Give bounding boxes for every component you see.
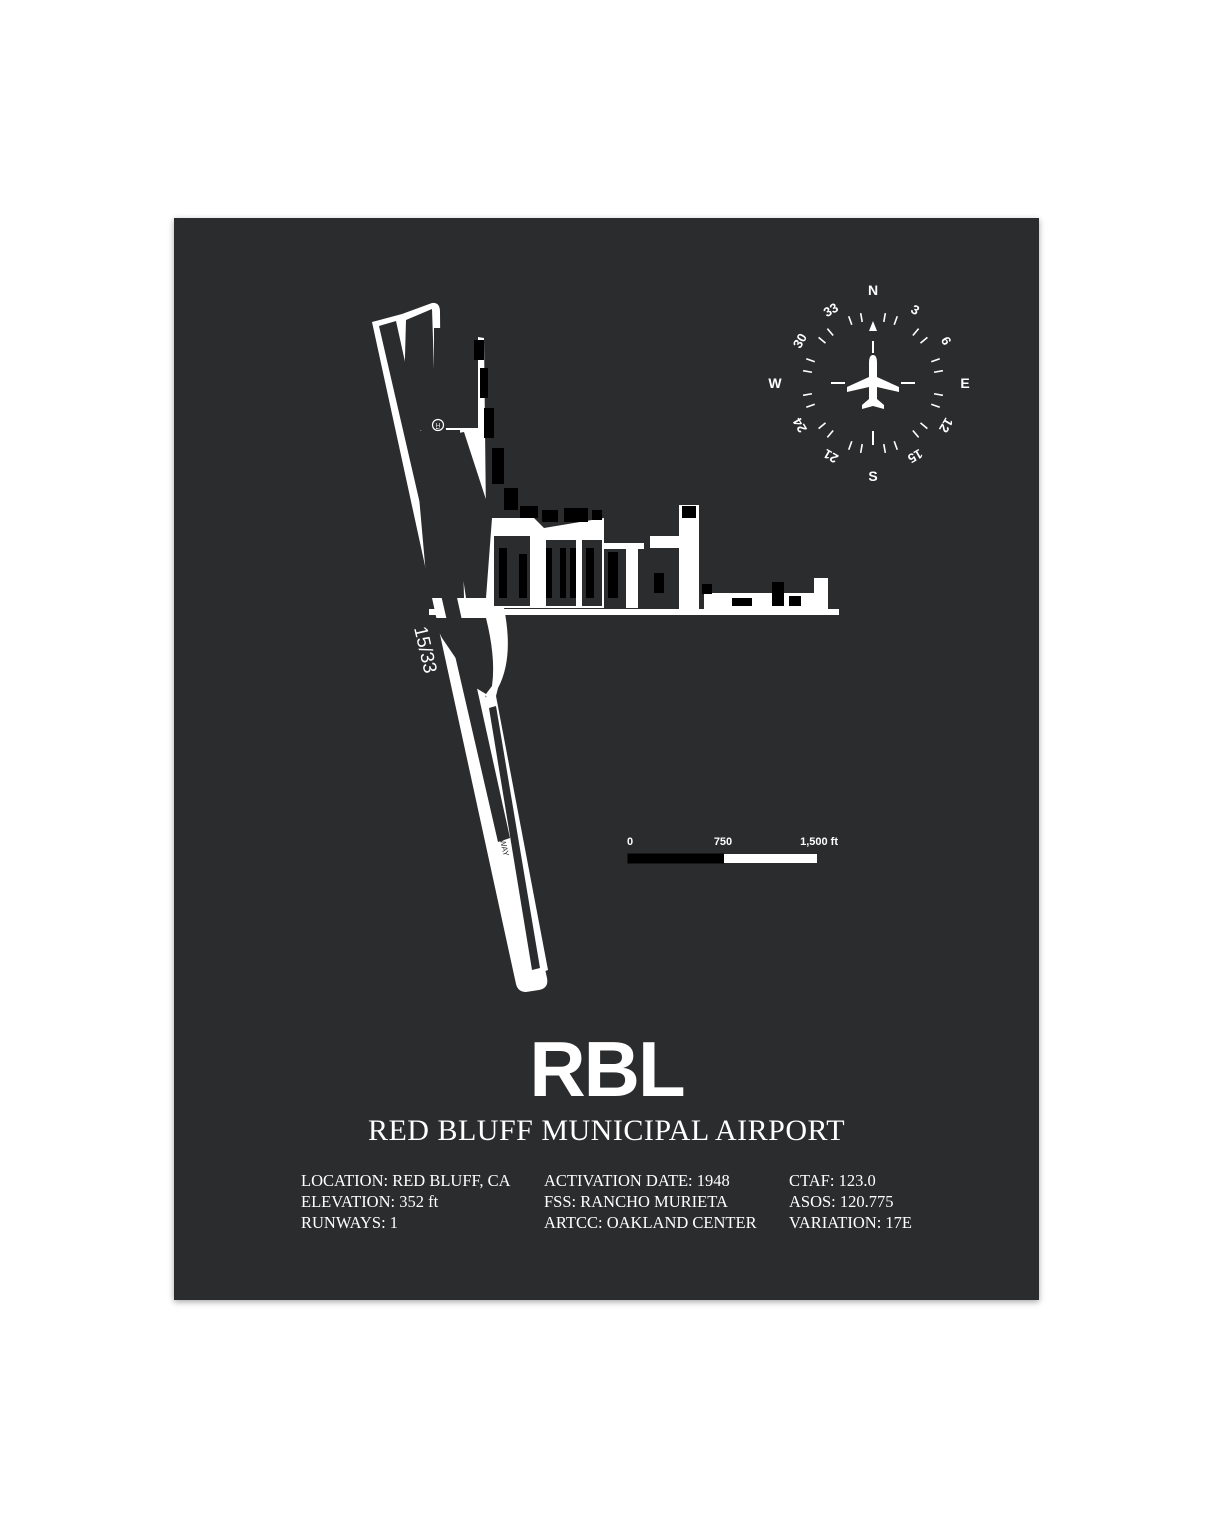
location: LOCATION: RED BLUFF, CA <box>301 1171 511 1190</box>
compass-tick <box>806 403 816 409</box>
scale-bar: 0 750 1,500 ft <box>627 836 838 864</box>
elevation: ELEVATION: 352 ft <box>301 1192 439 1211</box>
compass-rose: N E S W 3 6 12 15 21 24 30 33 <box>768 282 969 484</box>
airport-code: RBL <box>529 1025 685 1113</box>
asos: ASOS: 120.775 <box>789 1192 894 1211</box>
helipad-label: H <box>436 424 440 430</box>
scale-label-end: 1,500 ft <box>800 836 838 848</box>
compass-21: 21 <box>821 446 841 466</box>
compass-15: 15 <box>905 446 925 466</box>
compass-tick <box>930 357 940 363</box>
compass-30: 30 <box>790 331 810 351</box>
compass-3: 3 <box>908 302 922 319</box>
compass-tick <box>806 357 816 363</box>
compass-tick <box>802 392 813 397</box>
scale-label-mid: 750 <box>714 836 732 848</box>
compass-tick <box>933 392 944 397</box>
compass-tick <box>847 440 853 450</box>
compass-tick <box>919 422 928 430</box>
compass-tick <box>818 422 827 430</box>
ramp-arm-2 <box>604 543 644 549</box>
runway-label: 15/33 <box>409 624 440 675</box>
ramp-finger-2 <box>626 543 638 608</box>
compass-tick <box>859 443 864 454</box>
compass-tick <box>919 336 928 344</box>
compass-tick <box>826 429 834 438</box>
compass-33: 33 <box>821 300 841 320</box>
airplane-icon <box>847 355 899 409</box>
info-column-2: ACTIVATION DATE: 1948 FSS: RANCHO MURIET… <box>544 1170 757 1233</box>
artcc: ARTCC: OAKLAND CENTER <box>544 1213 757 1232</box>
ramp-east <box>704 593 814 611</box>
runways: RUNWAYS: 1 <box>301 1213 399 1232</box>
compass-tick <box>802 369 813 374</box>
compass-tick <box>912 429 920 438</box>
compass-tick <box>893 440 899 450</box>
compass-e: E <box>960 375 969 391</box>
compass-tick <box>859 312 864 323</box>
compass-tick <box>847 316 853 326</box>
helipad: H <box>431 418 445 432</box>
info-column-3: CTAF: 123.0 ASOS: 120.775 VARIATION: 17E <box>789 1170 912 1233</box>
compass-w: W <box>768 375 782 391</box>
compass-tick <box>933 369 944 374</box>
ramp-finger-1 <box>679 505 699 610</box>
poster: H TAXIWAY TAXIWAY 15/33 N E S W 3 6 <box>174 218 1039 1300</box>
compass-tick <box>818 336 827 344</box>
fss: FSS: RANCHO MURIETA <box>544 1192 728 1211</box>
ramp-arm-1 <box>650 536 690 548</box>
airport-name: RED BLUFF MUNICIPAL AIRPORT <box>367 1114 846 1147</box>
airport-diagram: H TAXIWAY TAXIWAY 15/33 N E S W 3 6 <box>372 282 970 992</box>
compass-12: 12 <box>936 415 956 435</box>
compass-tick <box>882 312 887 323</box>
activation-date: ACTIVATION DATE: 1948 <box>544 1171 730 1190</box>
compass-tick <box>882 443 887 454</box>
buildings <box>474 340 801 606</box>
ramp-east-end <box>814 578 828 614</box>
runway-inner <box>379 321 810 970</box>
compass-tick <box>930 403 940 409</box>
scale-label-0: 0 <box>627 836 633 848</box>
compass-n: N <box>868 282 878 298</box>
variation: VARIATION: 17E <box>789 1213 912 1232</box>
compass-tick <box>893 316 899 326</box>
cross-taxiway <box>429 609 839 615</box>
compass-tick <box>912 328 920 337</box>
compass-24: 24 <box>789 415 810 436</box>
info-column-1: LOCATION: RED BLUFF, CA ELEVATION: 352 f… <box>301 1170 511 1233</box>
ctaf: CTAF: 123.0 <box>789 1171 876 1190</box>
compass-6: 6 <box>938 334 955 348</box>
compass-s: S <box>868 468 877 484</box>
compass-tick <box>826 328 834 337</box>
